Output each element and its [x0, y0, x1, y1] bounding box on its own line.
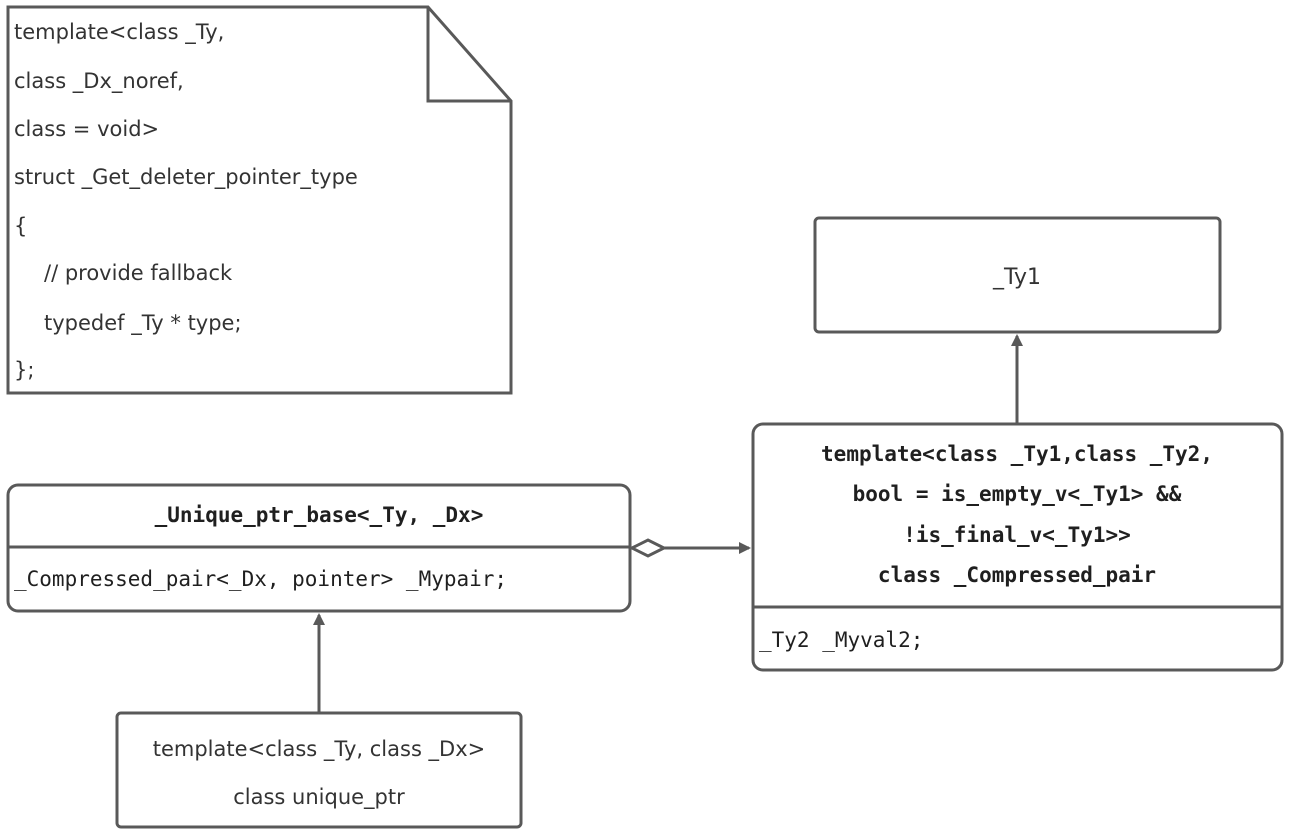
compressed-pair-title-line-4: class _Compressed_pair [878, 563, 1156, 587]
note-line-4: struct _Get_deleter_pointer_type [14, 165, 358, 190]
unique-ptr-class-box: template<class _Ty, class _Dx> class uni… [115, 711, 523, 829]
note-line-3: class = void> [14, 117, 159, 141]
note-line-5: { [14, 214, 27, 238]
compressed-pair-title-line-3: !is_final_v<_Ty1>> [903, 523, 1131, 547]
unique-ptr-base-title: _Unique_ptr_base<_Ty, _Dx> [155, 503, 484, 527]
compressed-pair-title-line-1: template<class _Ty1,class _Ty2, [821, 442, 1213, 466]
unique-ptr-line-2: class unique_ptr [233, 785, 405, 810]
unique-ptr-line-1: template<class _Ty, class _Dx> [153, 737, 486, 762]
compressed-pair-member: _Ty2 _Myval2; [759, 628, 923, 652]
aggregation-connector [628, 538, 751, 558]
note-line-2: class _Dx_noref, [14, 69, 184, 94]
ty1-class-box: _Ty1 [813, 216, 1222, 334]
compressed-pair-class-box: template<class _Ty1,class _Ty2, bool = i… [751, 422, 1284, 672]
note-line-6: // provide fallback [44, 261, 233, 285]
note-line-1: template<class _Ty, [14, 20, 224, 45]
aggregation-diamond [628, 538, 668, 558]
note-get-deleter-pointer-type: template<class _Ty, class _Dx_noref, cla… [6, 5, 513, 395]
unique-ptr-base-class-box: _Unique_ptr_base<_Ty, _Dx> _Compressed_p… [6, 483, 632, 613]
ty1-label: _Ty1 [992, 265, 1041, 290]
compressed-pair-title-line-2: bool = is_empty_v<_Ty1> && [853, 482, 1182, 506]
unique-ptr-base-member: _Compressed_pair<_Dx, pointer> _Mypair; [14, 567, 507, 591]
note-line-8: }; [14, 358, 34, 382]
note-line-7: typedef _Ty * type; [44, 311, 242, 336]
